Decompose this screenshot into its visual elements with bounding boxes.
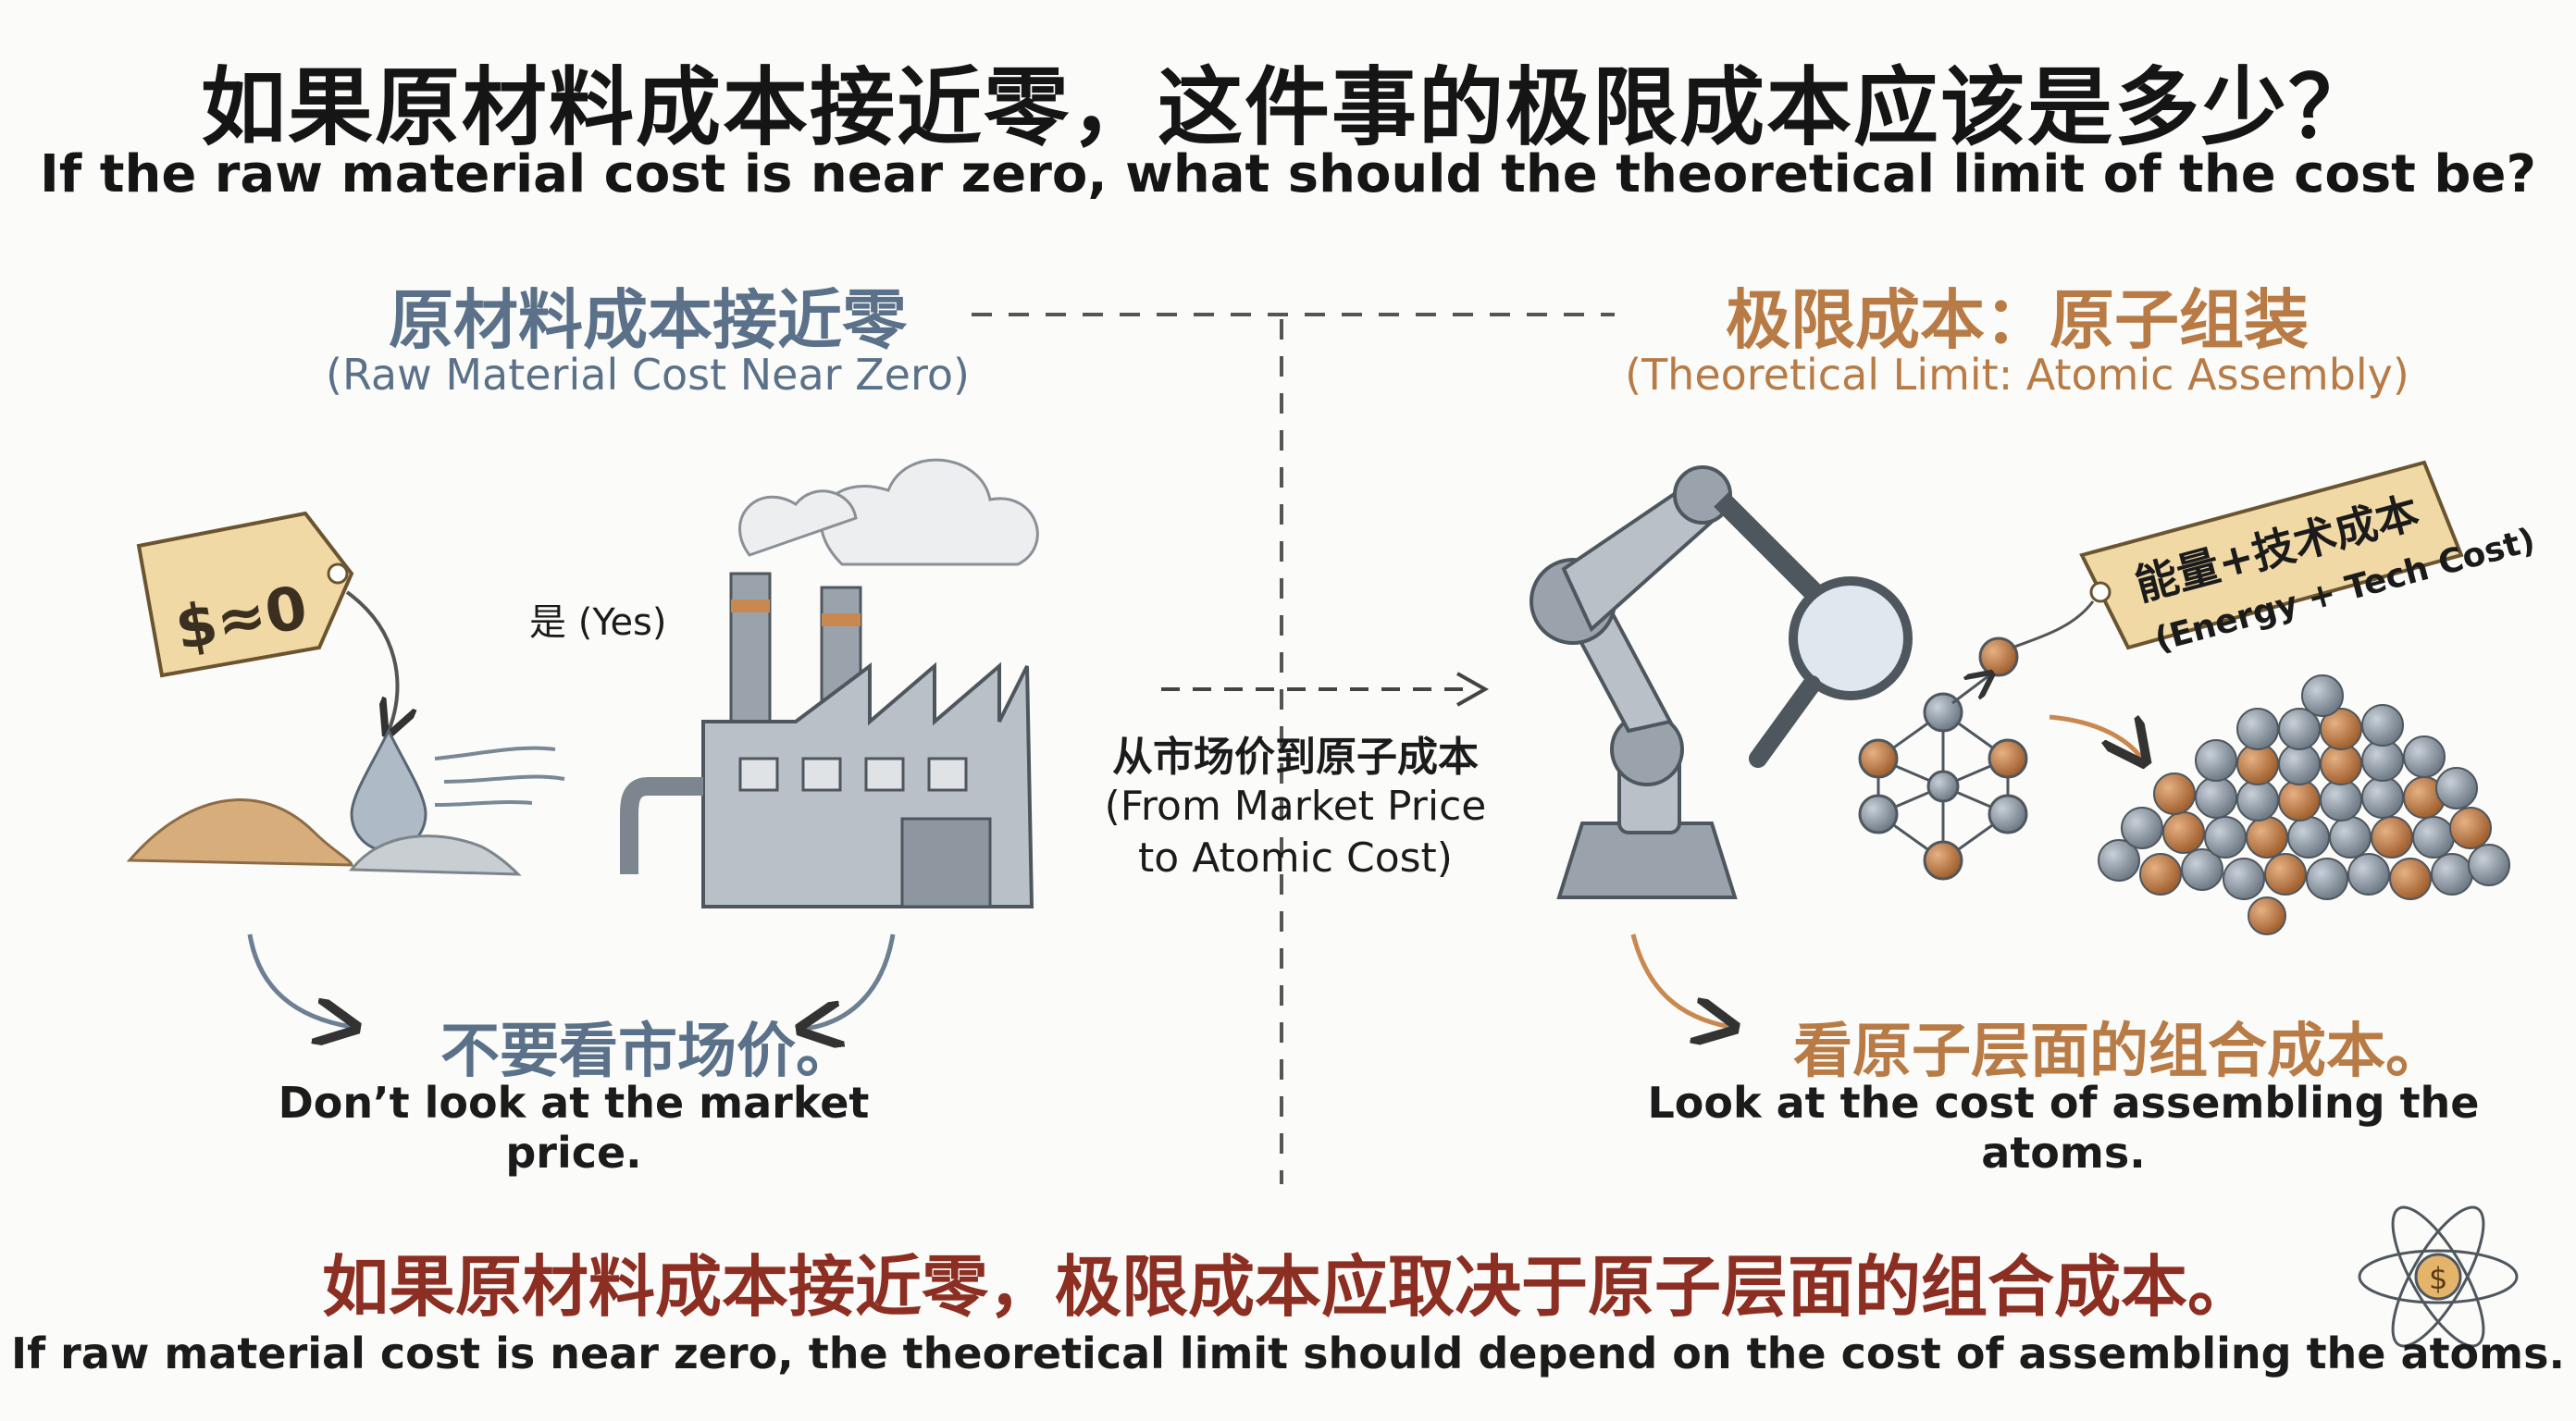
- dashed-divider: [972, 313, 1615, 1184]
- middle-label-en-line1: (From Market Price: [1104, 783, 1487, 830]
- dust-pile-icon: [349, 834, 522, 876]
- conclusion-en: If raw material cost is near zero, the t…: [11, 1328, 2565, 1378]
- energy-tag-icon: 能量+技术成本 (Energy + Tech Cost): [2012, 460, 2539, 660]
- wind-icon: [434, 746, 565, 807]
- page-title-zh: 如果原材料成本接近零，这件事的极限成本应该是多少？: [200, 58, 2375, 157]
- right-caption-zh: 看原子层面的组合成本。: [1793, 1018, 2445, 1086]
- atom-pile-icon: [2098, 674, 2510, 935]
- molecule-icon: [1858, 636, 2028, 881]
- middle-arrow-icon: [1161, 672, 1490, 707]
- page-title-en: If the raw material cost is near zero, w…: [40, 144, 2536, 204]
- water-drop-icon: [350, 727, 427, 853]
- left-caption-zh: 不要看市场价。: [440, 1018, 855, 1086]
- conclusion-zh: 如果原材料成本接近零，极限成本应取决于原子层面的组合成本。: [321, 1248, 2254, 1326]
- right-caption-en: Look at the cost of assembling the atoms…: [1647, 1078, 2480, 1178]
- sand-pile-icon: [126, 797, 353, 867]
- yes-label: 是 (Yes): [529, 601, 667, 644]
- atom-dollar-icon: $: [2358, 1205, 2519, 1348]
- middle-label-zh: 从市场价到原子成本: [1112, 734, 1479, 781]
- right-heading-en: (Theoretical Limit: Atomic Assembly): [1625, 350, 2409, 400]
- magnifier-icon: [1749, 576, 1913, 768]
- factory-icon: [620, 458, 1039, 908]
- middle-label-en-line2: to Atomic Cost): [1138, 834, 1453, 882]
- price-tag-icon: $≈0: [136, 511, 398, 731]
- right-heading-zh: 极限成本：原子组装: [1726, 282, 2309, 358]
- svg-text:$: $: [2429, 1261, 2447, 1296]
- left-heading-en: (Raw Material Cost Near Zero): [326, 350, 970, 400]
- left-heading-zh: 原材料成本接近零: [389, 282, 907, 358]
- robot-arm-icon: [1530, 465, 1821, 899]
- left-caption-en: Don’t look at the market price.: [278, 1078, 870, 1178]
